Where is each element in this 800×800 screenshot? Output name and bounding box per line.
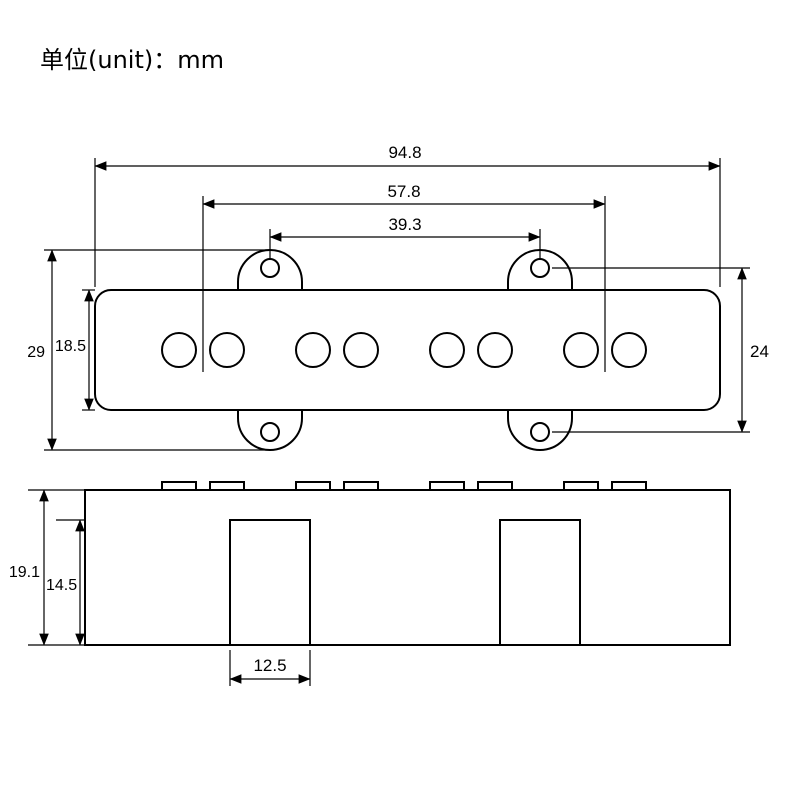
dimension-side-overall-height: 19.1	[9, 489, 85, 646]
dimension-label-side-overall-height: 19.1	[9, 564, 40, 581]
pole-piece-circle-7	[563, 332, 599, 368]
dimension-body-height: 18.5	[55, 289, 95, 411]
side-body-outline	[84, 489, 731, 646]
dimension-pole-pair-span: 57.8	[202, 182, 606, 372]
pole-piece-circle-6	[477, 332, 513, 368]
dimension-overall-width: 94.8	[94, 143, 721, 287]
dimension-label-body-height: 18.5	[55, 338, 86, 355]
pole-piece-circle-4	[343, 332, 379, 368]
pole-piece-circle-3	[295, 332, 331, 368]
dimension-overall-height-top-view: 29	[27, 249, 270, 451]
dimension-label-overall-height: 29	[27, 344, 45, 361]
dimension-label-overall-width: 94.8	[388, 143, 421, 162]
pickup-body-outline	[94, 289, 721, 411]
unit-label: 单位(unit)：mm	[40, 46, 224, 74]
pole-piece-circle-2	[209, 332, 245, 368]
pole-piece-circle-8	[611, 332, 647, 368]
dimension-label-tab-height: 14.5	[46, 577, 77, 594]
screw-hole-top-left	[260, 258, 280, 278]
dimension-label-pole-pair-span: 57.8	[387, 182, 420, 201]
pole-piece-circle-1	[161, 332, 197, 368]
pole-piece-circle-5	[429, 332, 465, 368]
screw-hole-bottom-right	[530, 422, 550, 442]
mounting-tab-right	[499, 519, 581, 646]
dimension-hole-vertical-span: 24	[552, 267, 769, 433]
mounting-tab-left	[229, 519, 311, 646]
dimension-label-hole-vertical-span: 24	[750, 342, 769, 361]
dimension-mounting-hole-span: 39.3	[269, 215, 541, 259]
screw-hole-top-right	[530, 258, 550, 278]
screw-hole-bottom-left	[260, 422, 280, 442]
dimension-tab-width: 12.5	[229, 650, 311, 686]
dimension-label-tab-width: 12.5	[253, 656, 286, 675]
top-view: 94.8 57.8 39.3 29	[27, 143, 769, 451]
dimension-tab-height: 14.5	[46, 519, 85, 646]
side-view: 19.1 14.5 12.5	[9, 481, 731, 686]
dimension-label-mounting-hole-span: 39.3	[388, 215, 421, 234]
